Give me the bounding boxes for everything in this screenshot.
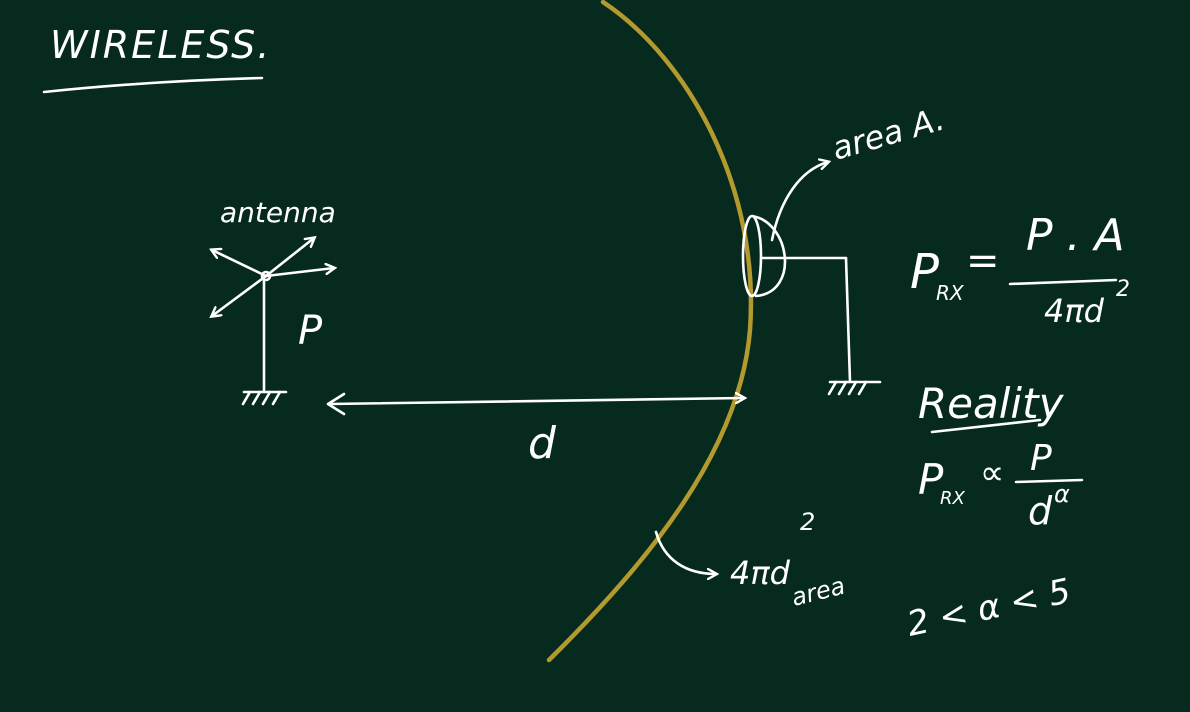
ideal-lhs: P [910,244,939,300]
antenna-label: antenna [220,196,336,229]
ideal-denominator: 4πd [1044,292,1105,330]
board-title: WIRELESS. [50,23,271,67]
sphere-area-word: area [789,572,848,612]
title-underline [42,76,264,94]
transmitter-antenna [212,238,334,406]
ideal-denominator-exponent: 2 [1116,277,1130,302]
reality-denominator: d [1028,489,1053,533]
ideal-fraction-bar [1008,278,1118,286]
reality-underline [930,418,1042,434]
alpha-range: 2 < α < 5 [904,571,1075,645]
wavefront-arc [546,0,754,663]
transmit-power-label: P [298,308,323,354]
receiver-dish [741,214,882,396]
area-a-label: area A. [828,99,949,167]
ideal-numerator: P . A [1026,210,1125,261]
reality-lhs: P [918,455,944,504]
ideal-equals: = [966,238,1000,284]
reality-denominator-exponent: α [1054,480,1070,508]
reality-fraction-bar [1014,478,1084,484]
distance-arrow-tail [326,392,346,416]
reality-lhs-subscript: RX [940,488,966,509]
sphere-area-pointer [654,530,716,574]
distance-label: d [528,418,557,469]
ideal-received-power-formula: P RX = P . A 4πd 2 [910,210,1130,330]
reality-heading: Reality [918,379,1065,428]
reality-relation: ∝ [980,453,1004,493]
reality-section: Reality P RX ∝ P d α 2 < α < 5 [904,379,1084,645]
area-a-pointer [770,162,828,242]
distance-arrow [328,398,744,406]
ideal-lhs-subscript: RX [936,281,965,305]
reality-numerator: P [1030,438,1052,479]
sphere-area-value: 4πd [730,554,791,592]
sphere-area-exponent: 2 [800,508,815,536]
